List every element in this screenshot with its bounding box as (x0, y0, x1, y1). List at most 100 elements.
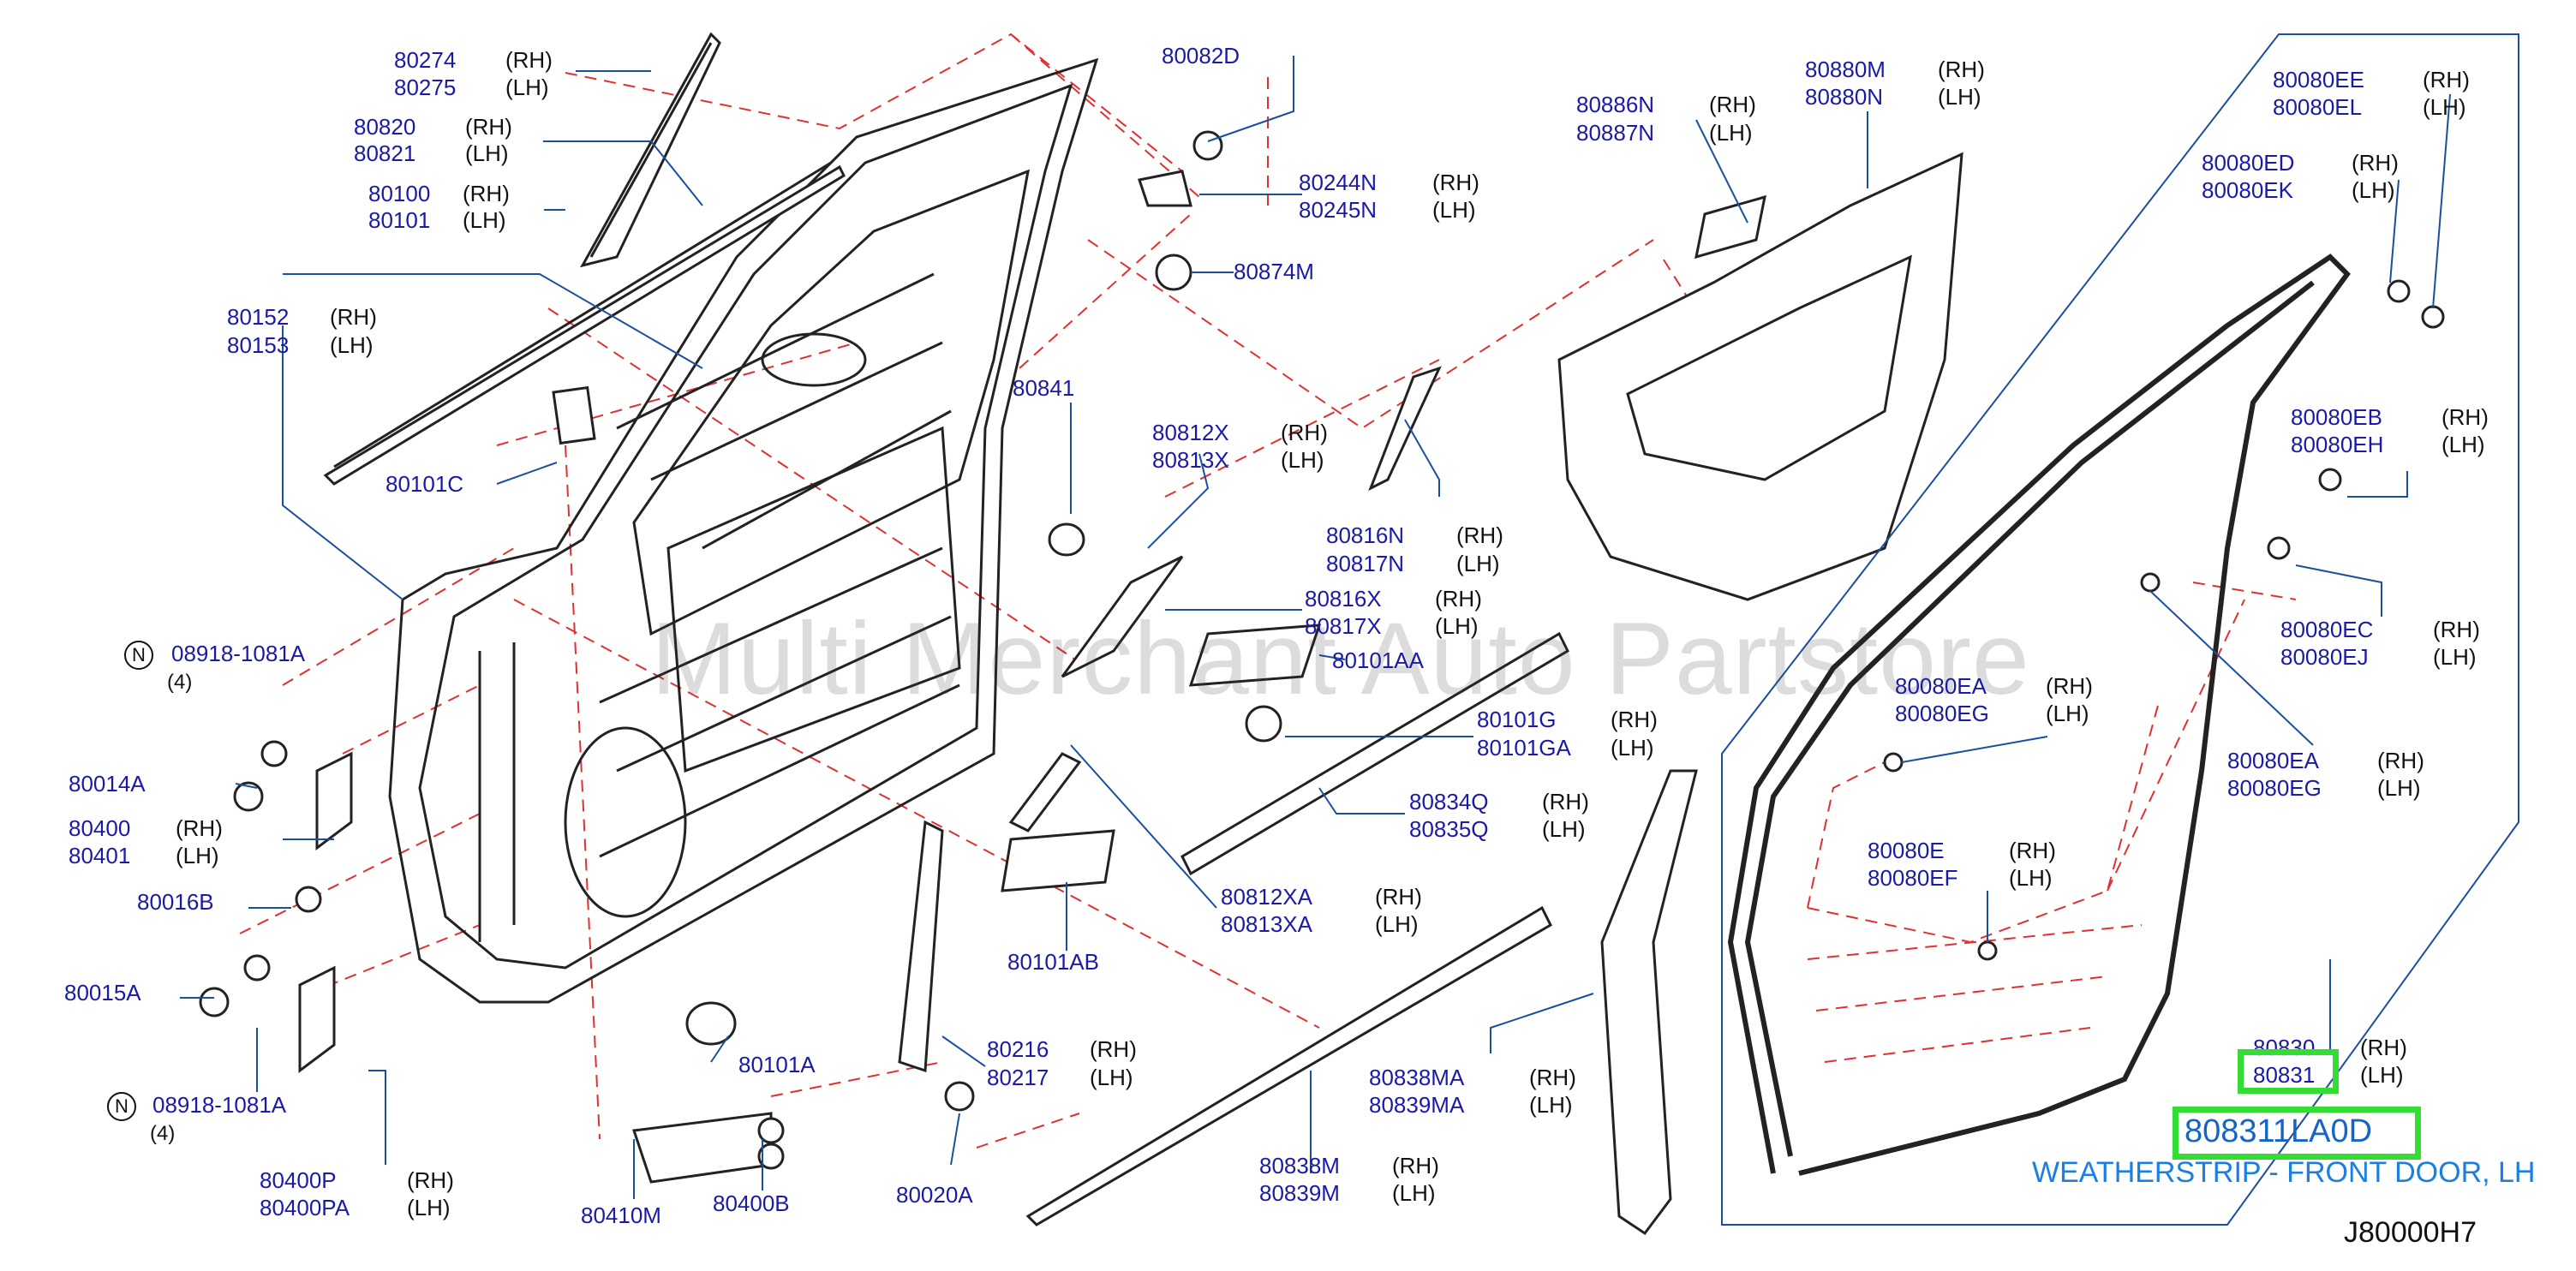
side-label: (RH) (1542, 789, 1589, 815)
part-label-80080el[interactable]: 80080EL (2273, 94, 2363, 120)
part-label-80080e[interactable]: 80080E (1868, 838, 1945, 863)
part-label-80410m[interactable]: 80410M (581, 1202, 661, 1228)
side-label: (RH) (1611, 707, 1658, 732)
part-label-80080eh[interactable]: 80080EH (2291, 432, 2384, 457)
part-label-80100[interactable]: 80100 (368, 181, 431, 206)
part-label-80886n[interactable]: 80886N (1576, 92, 1655, 117)
part-label-80831[interactable]: 80831 (2253, 1062, 2316, 1088)
side-label: (LH) (2442, 432, 2485, 457)
part-label-80838ma[interactable]: 80838MA (1369, 1065, 1465, 1090)
side-label: (LH) (407, 1195, 451, 1220)
part-label-08918-1081a[interactable]: 08918-1081A (152, 1092, 287, 1118)
dashed-guides (239, 33, 2297, 1149)
part-label-80830[interactable]: 80830 (2253, 1035, 2316, 1060)
part-label-80813x[interactable]: 80813X (1152, 447, 1229, 473)
part-label-80834q[interactable]: 80834Q (1409, 789, 1489, 815)
part-label-80887n[interactable]: 80887N (1576, 120, 1655, 146)
part-label-80812x[interactable]: 80812X (1152, 420, 1229, 445)
part-label-80400pa[interactable]: 80400PA (260, 1195, 350, 1220)
part-label-80014a[interactable]: 80014A (69, 771, 146, 797)
side-label: (RH) (1709, 92, 1756, 117)
part-label-80080ej[interactable]: 80080EJ (2280, 644, 2369, 670)
part-label-80080ek[interactable]: 80080EK (2202, 177, 2293, 203)
part-label-80152[interactable]: 80152 (227, 304, 290, 330)
part-label-80835q[interactable]: 80835Q (1409, 816, 1489, 842)
side-label: (LH) (1435, 613, 1479, 639)
part-label-80015a[interactable]: 80015A (64, 980, 141, 1005)
part-label-80101g[interactable]: 80101G (1477, 707, 1557, 732)
quantity-bottom: (4) (150, 1122, 176, 1145)
part-label-80153[interactable]: 80153 (227, 332, 290, 358)
part-label-80080eg[interactable]: 80080EG (2227, 775, 2322, 801)
part-label-80101c[interactable]: 80101C (386, 471, 464, 497)
side-label: (RH) (1432, 170, 1479, 195)
side-label: (LH) (1456, 551, 1500, 576)
part-label-80275[interactable]: 80275 (394, 75, 457, 100)
part-label-80244n[interactable]: 80244N (1299, 170, 1378, 195)
part-label-80080ed[interactable]: 80080ED (2202, 150, 2295, 176)
part-label-80400p[interactable]: 80400P (260, 1167, 337, 1193)
part-label-80400b[interactable]: 80400B (713, 1190, 790, 1216)
part-label-80880m[interactable]: 80880M (1805, 57, 1886, 82)
side-label: (LH) (1542, 816, 1586, 842)
part-label-80820[interactable]: 80820 (354, 114, 416, 140)
part-label-80274[interactable]: 80274 (394, 47, 457, 73)
side-label: (RH) (505, 47, 553, 73)
side-label: (RH) (176, 815, 223, 841)
part-label-80245n[interactable]: 80245N (1299, 197, 1378, 223)
part-label-80838m[interactable]: 80838M (1259, 1153, 1340, 1179)
part-label-80874m[interactable]: 80874M (1234, 259, 1314, 284)
part-label-80080ee[interactable]: 80080EE (2273, 67, 2364, 92)
part-label-80841[interactable]: 80841 (1013, 375, 1075, 401)
side-label: (LH) (1709, 120, 1753, 146)
side-label: (LH) (2433, 644, 2477, 670)
part-label-80080eg[interactable]: 80080EG (1895, 701, 1989, 726)
part-label-80082d[interactable]: 80082D (1162, 43, 1240, 69)
door-trim-panel (1557, 152, 1963, 601)
part-label-08918-1081a[interactable]: 08918-1081A (171, 641, 306, 666)
side-label: (LH) (505, 75, 549, 100)
part-label-80080eb[interactable]: 80080EB (2291, 404, 2382, 430)
part-label-80817x[interactable]: 80817X (1305, 613, 1382, 639)
part-label-80839m[interactable]: 80839M (1259, 1180, 1340, 1206)
side-label: (RH) (2442, 404, 2489, 430)
side-label: (LH) (330, 332, 374, 358)
door-panel (388, 57, 1099, 1004)
n-symbol-icon-2: N (107, 1092, 136, 1121)
part-label-80080ea[interactable]: 80080EA (1895, 673, 1987, 699)
highlight-part-number[interactable]: 808311LA0D (2185, 1113, 2373, 1149)
part-label-80817n[interactable]: 80817N (1326, 551, 1405, 576)
part-label-80401[interactable]: 80401 (69, 843, 131, 868)
part-label-80020a[interactable]: 80020A (896, 1182, 973, 1208)
leader-lines (180, 56, 2451, 1199)
part-label-80101ab[interactable]: 80101AB (1007, 949, 1099, 975)
part-label-80813xa[interactable]: 80813XA (1221, 911, 1312, 937)
part-label-80080ef[interactable]: 80080EF (1868, 865, 1958, 891)
part-label-80101a[interactable]: 80101A (738, 1052, 816, 1077)
part-label-80101ga[interactable]: 80101GA (1477, 735, 1571, 761)
part-label-80217[interactable]: 80217 (987, 1065, 1049, 1090)
part-label-80816x[interactable]: 80816X (1305, 586, 1382, 612)
part-label-80400[interactable]: 80400 (69, 815, 131, 841)
part-label-80101aa[interactable]: 80101AA (1332, 647, 1424, 673)
side-label: (RH) (1938, 57, 1985, 82)
highlight-description: WEATHERSTRIP - FRONT DOOR, LH (2032, 1156, 2536, 1189)
part-label-80080ec[interactable]: 80080EC (2280, 617, 2374, 642)
part-label-80880n[interactable]: 80880N (1805, 84, 1884, 110)
side-label: (RH) (1392, 1153, 1439, 1179)
part-label-80101[interactable]: 80101 (368, 207, 431, 233)
part-label-80821[interactable]: 80821 (354, 140, 416, 166)
side-label: (RH) (1090, 1036, 1137, 1062)
side-label: (LH) (2352, 177, 2395, 203)
part-label-80016b[interactable]: 80016B (137, 889, 214, 915)
part-label-80812xa[interactable]: 80812XA (1221, 884, 1312, 910)
part-label-80839ma[interactable]: 80839MA (1369, 1092, 1465, 1118)
part-label-80216[interactable]: 80216 (987, 1036, 1049, 1062)
side-label: (LH) (2377, 775, 2421, 801)
side-label: (LH) (463, 207, 506, 233)
side-label: (RH) (407, 1167, 454, 1193)
part-label-80816n[interactable]: 80816N (1326, 522, 1405, 548)
part-label-80080ea[interactable]: 80080EA (2227, 748, 2319, 773)
weatherstrip (1727, 254, 2351, 1176)
small-parts (631, 130, 1569, 1226)
